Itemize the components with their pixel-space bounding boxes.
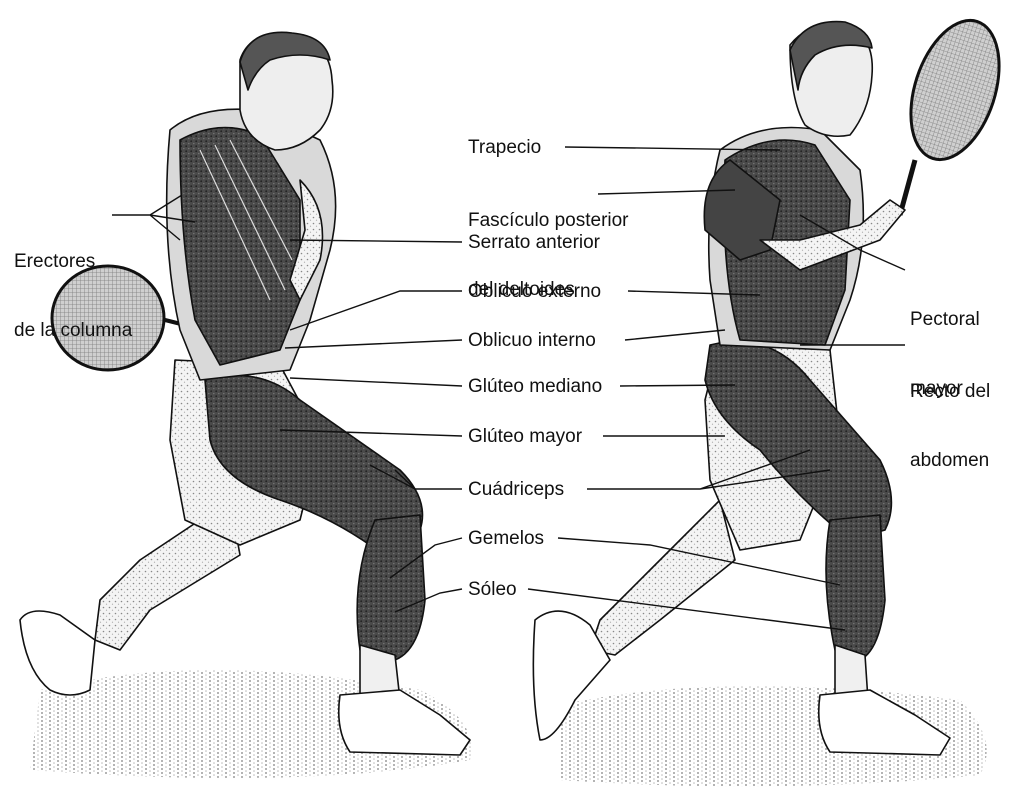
label-soleo: Sóleo xyxy=(468,578,517,601)
label-recto: Recto del abdomen xyxy=(910,334,990,495)
label-oblicuo-externo: Oblicuo externo xyxy=(468,280,601,303)
right-back-leg xyxy=(590,500,735,655)
label-recto-line2: abdomen xyxy=(910,449,990,472)
left-player-figure xyxy=(20,32,470,755)
right-racket xyxy=(895,9,1010,215)
label-cuadriceps: Cuádriceps xyxy=(468,478,564,501)
leader-oblicuo-interno-left xyxy=(285,340,462,348)
label-erectores-line2: de la columna xyxy=(14,319,132,342)
right-calf-muscle xyxy=(826,515,885,660)
label-gemelos: Gemelos xyxy=(468,527,544,550)
leader-gluteo-mediano-right xyxy=(620,385,735,386)
leader-oblicuo-interno-right xyxy=(625,330,725,340)
label-recto-line1: Recto del xyxy=(910,380,990,403)
label-erectores: Erectores de la columna xyxy=(14,204,132,365)
label-trapecio: Trapecio xyxy=(468,136,541,159)
label-serrato: Serrato anterior xyxy=(468,231,600,254)
label-gluteo-mediano: Glúteo mediano xyxy=(468,375,602,398)
label-pectoral-line1: Pectoral xyxy=(910,308,980,331)
label-erectores-line1: Erectores xyxy=(14,250,132,273)
leader-gluteo-mediano-left xyxy=(290,378,462,386)
left-back-shoe xyxy=(20,611,95,695)
label-oblicuo-interno: Oblicuo interno xyxy=(468,329,596,352)
label-gluteo-mayor: Glúteo mayor xyxy=(468,425,582,448)
label-deltoides-line1: Fascículo posterior xyxy=(468,209,629,232)
